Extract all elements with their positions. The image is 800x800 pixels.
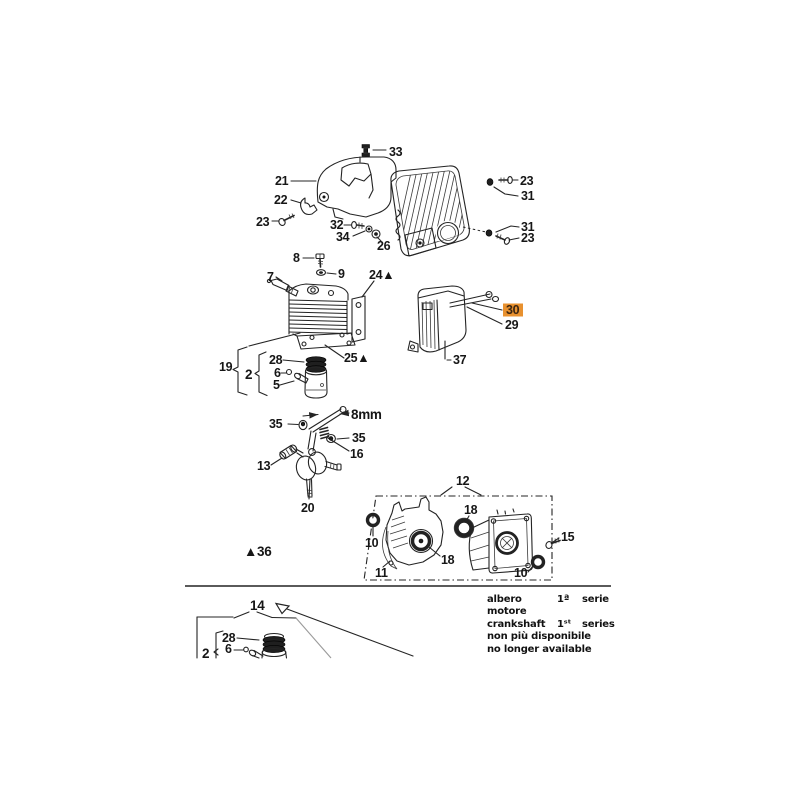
callout-36[interactable]: ▲36 (244, 544, 273, 559)
callout-28[interactable]: 28 (269, 353, 283, 367)
callout-26[interactable]: 26 (377, 239, 391, 253)
screw-8-washer-9 (302, 253, 337, 276)
callout-5[interactable]: 5 (273, 378, 280, 392)
callout-14[interactable]: 14 (250, 598, 266, 613)
callout-33[interactable]: 33 (389, 145, 403, 159)
callout-2[interactable]: 2 (245, 367, 253, 382)
dimension-8mm-label: 8mm (351, 407, 382, 422)
muffler-37-part (407, 285, 467, 361)
oil-seal-10-right (527, 554, 546, 573)
callout-35-right[interactable]: 35 (352, 431, 366, 445)
spring-16-part (319, 426, 350, 452)
kit-bracket-19 (232, 346, 248, 396)
crankcase-half-left-11 (382, 496, 444, 570)
crankcase-half-right (468, 508, 534, 574)
screw-23-left-part (271, 213, 295, 227)
bearing-13-part (270, 444, 298, 466)
callout-12[interactable]: 12 (456, 474, 470, 488)
callout-31-mid-right[interactable]: 31 (521, 220, 535, 234)
callout-7[interactable]: 7 (267, 270, 274, 284)
callout-23-mid-right[interactable]: 23 (521, 231, 535, 245)
callout-10-left[interactable]: 10 (365, 536, 379, 550)
crankshaft-20-part (295, 430, 342, 500)
callout-18-bottom[interactable]: 18 (441, 553, 455, 567)
callout-35-left[interactable]: 35 (269, 417, 283, 431)
screw-15-part (545, 537, 561, 549)
callout-2-inset[interactable]: 2 (202, 646, 210, 661)
callout-18-top[interactable]: 18 (464, 503, 478, 517)
callout-10-right[interactable]: 10 (514, 566, 528, 580)
highlight-30[interactable] (503, 303, 523, 317)
callout-32[interactable]: 32 (330, 218, 344, 232)
oil-seal-10-left (365, 512, 381, 537)
clamp-22-part (290, 197, 318, 216)
inset-callout-14 (233, 602, 414, 657)
callout-16[interactable]: 16 (350, 447, 364, 461)
callout-21[interactable]: 21 (275, 174, 289, 188)
kit-bracket-2 (254, 351, 268, 397)
cylinder-7-part (288, 283, 356, 350)
starter-grille-cover (390, 165, 470, 257)
screw-32-washer-34-grommet-26 (343, 221, 382, 242)
footnote-unavailable-it: non più disponibile (487, 631, 591, 643)
spark-plug-7-part (266, 276, 299, 297)
leader-25 (324, 344, 345, 359)
leader-19-to-cylinder (248, 332, 301, 347)
muffler-bracket-29-30 (449, 290, 503, 325)
callout-28-inset[interactable]: 28 (222, 631, 236, 645)
callout-31-top-right[interactable]: 31 (521, 189, 535, 203)
crankcase-12-bracket (363, 486, 553, 581)
screws-31-23-mid-right (462, 225, 520, 245)
washer-35-right (326, 433, 350, 444)
conrod-8mm-dimension (302, 405, 350, 433)
callout-8[interactable]: 8 (293, 251, 300, 265)
callout-20[interactable]: 20 (301, 501, 315, 515)
callout-37[interactable]: 37 (453, 353, 467, 367)
callout-29[interactable]: 29 (505, 318, 519, 332)
footnote-series-num-en: 1ˢᵗ (557, 618, 572, 630)
engine-cover-shroud (290, 156, 397, 220)
callout-23-left[interactable]: 23 (256, 215, 270, 229)
callout-22[interactable]: 22 (274, 193, 288, 207)
footnote-unavailable-en: no longer available (487, 643, 592, 655)
inset-box-piston-kit (196, 616, 332, 659)
footnote-block: albero motore 1ª serie crankshaft 1ˢᵗ se… (487, 594, 637, 656)
footnote-row-english: crankshaft 1ˢᵗ series (487, 619, 637, 631)
callout-30-highlighted[interactable]: 30 (506, 303, 520, 317)
callout-11[interactable]: 11 (375, 566, 388, 580)
gasket-24-part (351, 280, 375, 343)
piston-assembly (279, 356, 328, 399)
washer-35-left (287, 419, 308, 431)
callout-6[interactable]: 6 (274, 366, 281, 380)
footnote-label-it: albero motore (487, 594, 527, 618)
callout-25[interactable]: 25▲ (344, 351, 370, 365)
screws-23-31-top-right (486, 176, 519, 197)
footnote-series-word-it: serie (582, 594, 609, 605)
callout-9[interactable]: 9 (338, 267, 345, 281)
callout-24[interactable]: 24▲ (369, 268, 395, 282)
callout-13[interactable]: 13 (257, 459, 271, 473)
callout-19[interactable]: 19 (219, 360, 233, 374)
callout-23-top-right[interactable]: 23 (520, 174, 534, 188)
footnote-series-num-it: 1ª (557, 594, 570, 605)
footnote-series-word-en: series (582, 618, 615, 630)
callout-6-inset[interactable]: 6 (225, 642, 232, 656)
footnote-row-italian: albero motore 1ª serie (487, 594, 637, 619)
callout-34[interactable]: 34 (336, 230, 350, 244)
grommet-33-part (361, 144, 387, 157)
footnote-label-en: crankshaft (487, 618, 546, 630)
callout-15[interactable]: 15 (561, 530, 575, 544)
